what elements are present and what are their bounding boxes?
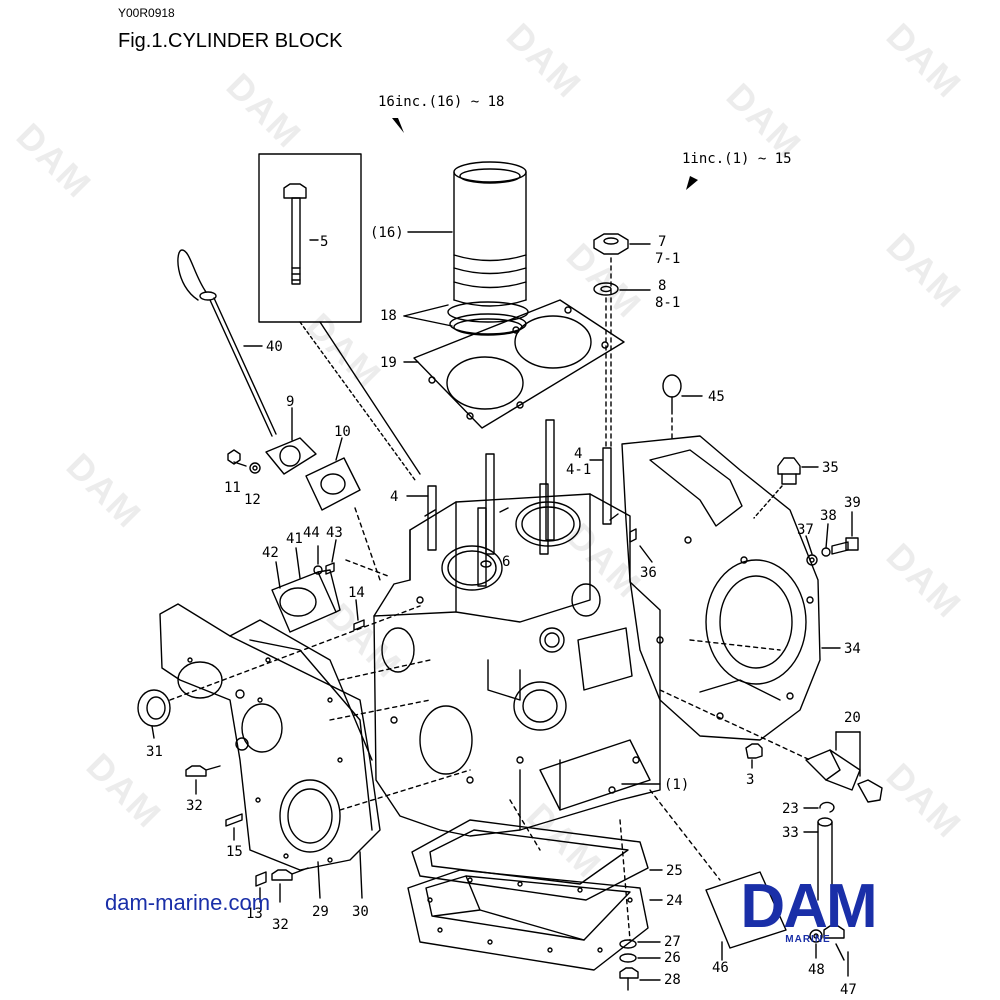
oil-pan-gasket xyxy=(411,819,663,901)
part-label-24: 24 xyxy=(666,893,683,909)
head-gasket xyxy=(403,299,625,429)
part-label-25: 25 xyxy=(666,863,683,879)
arrow-icon xyxy=(392,118,404,133)
o-rings xyxy=(403,301,529,336)
drawing-code: Y00R0918 xyxy=(118,6,175,20)
part-label-13: 13 xyxy=(246,906,263,922)
part-label-18: 18 xyxy=(380,308,397,324)
side-cover xyxy=(705,871,849,977)
part-label-32: 32 xyxy=(186,798,203,814)
part-label-7: 7 xyxy=(658,234,666,250)
part-label-33: 33 xyxy=(782,825,799,841)
group-label-block: 1inc.(1) ~ 15 xyxy=(682,151,792,167)
part-label-4: 4 xyxy=(390,489,398,505)
part-label-19: 19 xyxy=(380,355,397,371)
cylinder-liner xyxy=(407,161,527,307)
part-label-16: (16) xyxy=(370,225,404,241)
part-label-30: 30 xyxy=(352,904,369,920)
part-label-26: 26 xyxy=(664,950,681,966)
plug xyxy=(745,743,763,769)
part-label-15: 15 xyxy=(226,844,243,860)
logo-text: DAM xyxy=(740,872,877,941)
part-label-37: 37 xyxy=(797,522,814,538)
part-label-12: 12 xyxy=(244,492,261,508)
part-label-28: 28 xyxy=(664,972,681,988)
page-title: Fig.1.CYLINDER BLOCK xyxy=(118,30,343,52)
part-label-10: 10 xyxy=(334,424,351,440)
dowel-pin xyxy=(480,528,653,568)
dam-marine-logo: DAM MARINE xyxy=(718,876,898,954)
part-label-4: 4 xyxy=(574,446,582,462)
part-label-5: 5 xyxy=(320,234,328,250)
part-label-35: 35 xyxy=(822,460,839,476)
elbow-fitting xyxy=(805,731,883,803)
part-label-48: 48 xyxy=(808,962,825,978)
part-label-29: 29 xyxy=(312,904,329,920)
plug xyxy=(753,457,819,519)
part-label-32: 32 xyxy=(272,917,289,933)
gear-case-cover xyxy=(159,603,381,899)
part-label-44: 44 xyxy=(303,525,320,541)
arrow-icon xyxy=(686,176,698,190)
website-link[interactable]: dam-marine.com xyxy=(105,890,271,915)
nut-washer xyxy=(593,233,651,296)
part-label-9: 9 xyxy=(286,394,294,410)
bolt-inset xyxy=(258,153,421,481)
part-label-38: 38 xyxy=(820,508,837,524)
part-label-4-1: 4-1 xyxy=(566,462,591,478)
part-label-1: (1) xyxy=(664,777,689,793)
pin xyxy=(353,599,365,631)
oil-pan xyxy=(407,869,663,971)
cylinder-block xyxy=(373,493,661,837)
bolt xyxy=(255,867,309,903)
part-label-7-1: 7-1 xyxy=(655,251,680,267)
pin xyxy=(225,813,243,841)
part-label-27: 27 xyxy=(664,934,681,950)
part-label-8: 8 xyxy=(658,278,666,294)
flywheel-housing xyxy=(621,435,841,741)
part-label-11: 11 xyxy=(224,480,241,496)
leader-lines xyxy=(169,257,811,941)
group-label-liner: 16inc.(16) ~ 18 xyxy=(378,94,504,110)
dipstick xyxy=(177,249,277,437)
logo-subtext: MARINE xyxy=(785,934,831,945)
part-label-8-1: 8-1 xyxy=(655,295,680,311)
part-label-40: 40 xyxy=(266,339,283,355)
bearing-housing xyxy=(271,539,341,633)
bolt-washers xyxy=(805,511,859,566)
part-label-47: 47 xyxy=(840,982,857,998)
part-label-34: 34 xyxy=(844,641,861,657)
part-label-45: 45 xyxy=(708,389,725,405)
part-label-39: 39 xyxy=(844,495,861,511)
part-label-46: 46 xyxy=(712,960,729,976)
pipe-clip xyxy=(803,801,835,901)
part-label-41: 41 xyxy=(286,531,303,547)
part-label-14: 14 xyxy=(348,585,365,601)
oil-seal xyxy=(137,689,171,739)
part-label-42: 42 xyxy=(262,545,279,561)
eye-bolt xyxy=(662,374,703,415)
dipstick-guide xyxy=(227,407,361,511)
part-label-31: 31 xyxy=(146,744,163,760)
part-label-23: 23 xyxy=(782,801,799,817)
part-label-20: 20 xyxy=(844,710,861,726)
part-label-3: 3 xyxy=(746,772,754,788)
part-label-43: 43 xyxy=(326,525,343,541)
part-label-6: 6 xyxy=(502,554,510,570)
bolt xyxy=(185,765,221,795)
drain-plug xyxy=(619,939,661,991)
studs xyxy=(406,419,612,587)
part-label-36: 36 xyxy=(640,565,657,581)
